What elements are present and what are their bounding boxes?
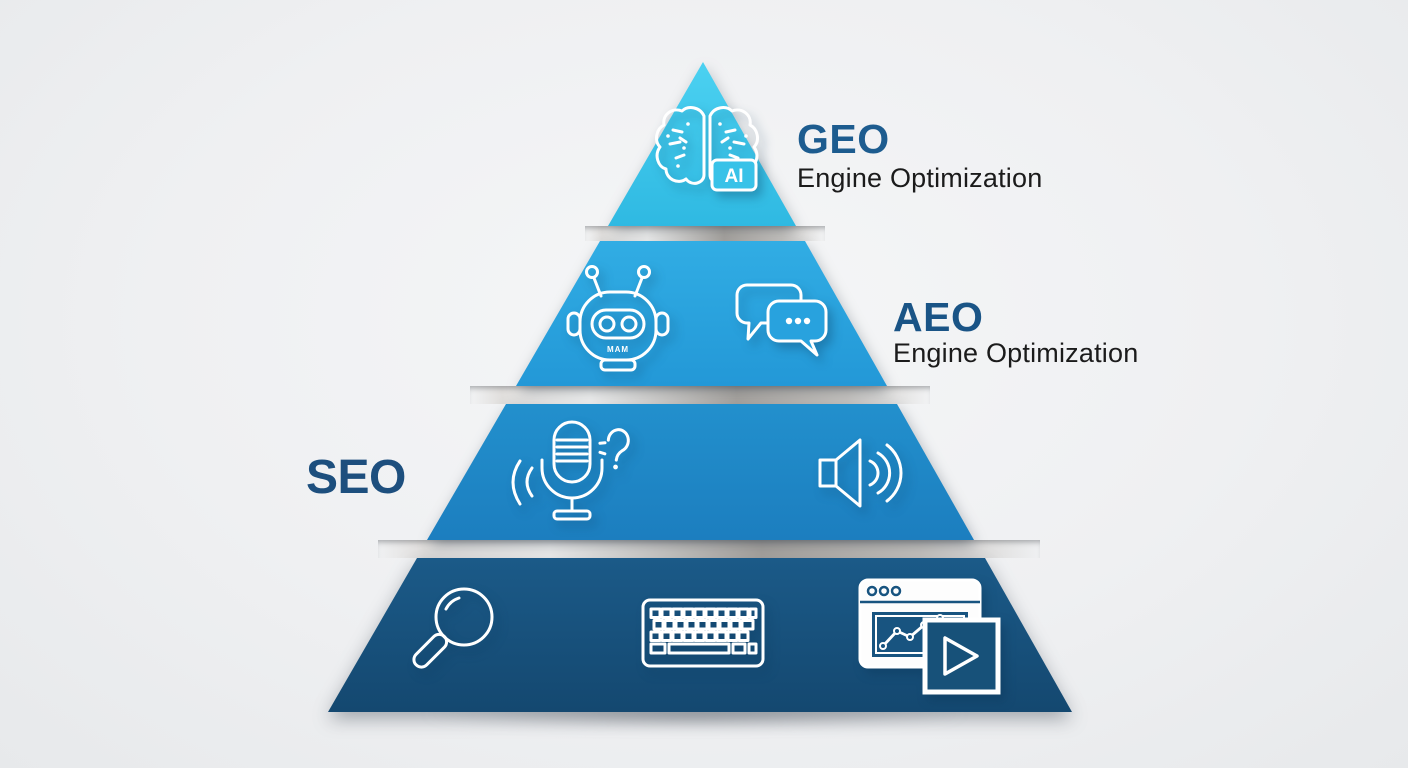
divider-band-1 xyxy=(585,226,825,241)
speaker-icon xyxy=(814,428,914,518)
video-analytics-icon xyxy=(856,576,1006,698)
robot-mouth-text: MAM xyxy=(607,345,629,354)
keyboard-icon xyxy=(641,598,765,668)
geo-title: GEO xyxy=(797,116,890,162)
chat-bubbles-icon xyxy=(733,279,837,363)
divider-band-3 xyxy=(378,540,1040,558)
search-magnifier-icon xyxy=(402,577,512,687)
aeo-subtitle: Engine Optimization xyxy=(893,338,1139,368)
geo-subtitle: Engine Optimization xyxy=(797,163,1043,193)
chatbot-icon: MAM xyxy=(561,256,675,374)
ai-brain-icon: AI xyxy=(650,100,766,204)
voice-search-mic-icon xyxy=(492,416,644,530)
ai-badge-text: AI xyxy=(725,166,744,187)
divider-band-2 xyxy=(470,386,930,404)
play-button xyxy=(922,617,1001,695)
question-mark xyxy=(598,428,630,470)
play-triangle xyxy=(943,636,979,676)
aeo-title: AEO xyxy=(893,294,984,340)
ai-badge: AI xyxy=(710,158,758,192)
ground-shadow xyxy=(325,699,1095,733)
seo-title: SEO xyxy=(306,451,406,504)
